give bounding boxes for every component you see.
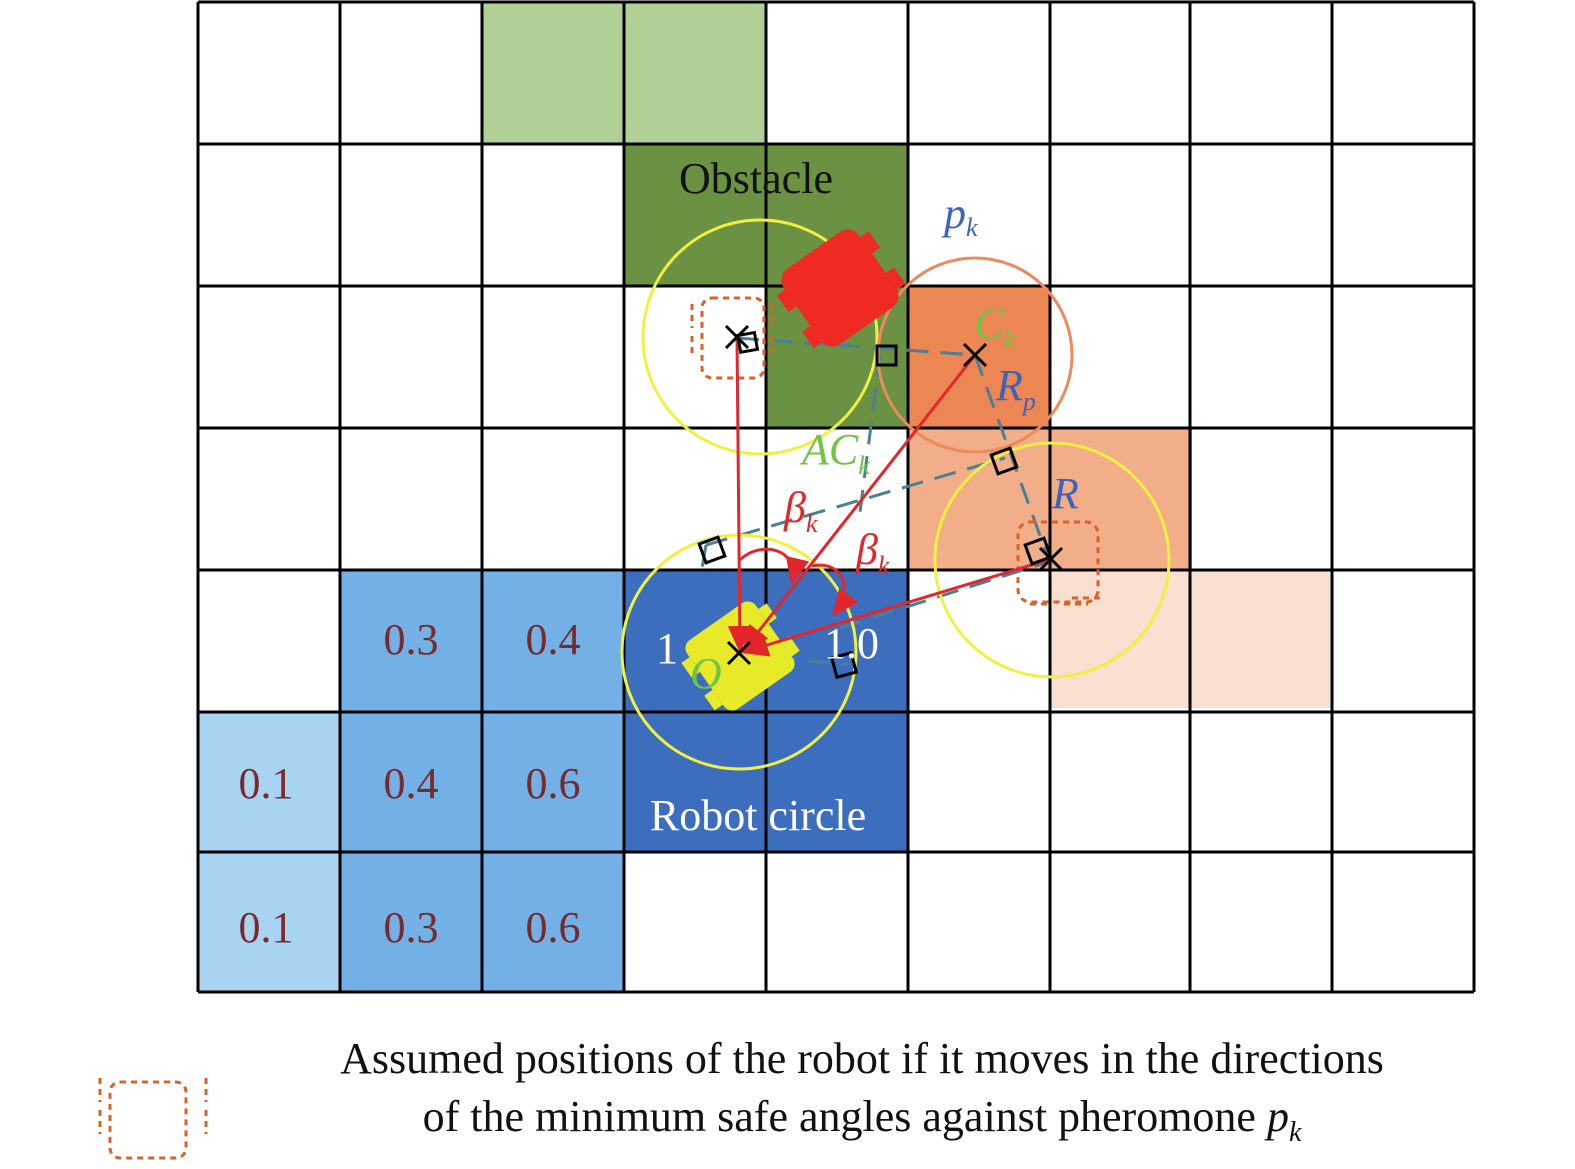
robot-circle-cell: [766, 712, 908, 852]
value-cell: [482, 570, 624, 712]
center-label: Ck: [974, 299, 1015, 354]
robot-circle-obstacle: [641, 218, 879, 456]
legend-pheromone-sub: k: [1288, 1116, 1302, 1148]
value-cell: [340, 712, 482, 852]
red-arrows: [727, 337, 1049, 657]
cell-value: 0.4: [526, 615, 581, 664]
cell-value: 0.6: [526, 759, 581, 808]
pheromone-label: pk: [941, 189, 978, 242]
radius-label: Rp: [995, 361, 1036, 416]
origin-label: O: [690, 649, 722, 698]
robot-outline-icon: [98, 1078, 208, 1160]
value-cell: [340, 852, 482, 992]
obstacle-dark-cell: [624, 144, 766, 286]
obstacle-light-cell: [482, 2, 624, 144]
cell-value: 0.1: [239, 759, 294, 808]
pheromone-light-cell: [1050, 570, 1192, 708]
cell-fills: [198, 2, 1330, 992]
right-angle-markers: [697, 330, 1053, 680]
value-cell: [482, 712, 624, 852]
value-cell: [198, 712, 340, 852]
cell-value: 1: [656, 624, 678, 673]
assumed-position-icon: [1016, 520, 1104, 606]
robot-circle-cell: [624, 712, 766, 852]
cell-value: 1.0: [824, 619, 879, 668]
robot-circle-label: Robot circle: [650, 791, 866, 840]
legend-line: of the minimum safe angles against phero…: [422, 1092, 1302, 1148]
r-label: R: [1051, 469, 1079, 518]
value-cell: [482, 852, 624, 992]
legend-pheromone: p: [1266, 1092, 1289, 1141]
red-robot-icon: [776, 229, 906, 348]
cell-values: 0.3 0.4 0.1 0.4 0.6 0.1 0.3 0.6: [239, 615, 581, 952]
dashed-lines: [698, 336, 1050, 667]
cell-value: 0.1: [239, 903, 294, 952]
legend-line: Assumed positions of the robot if it mov…: [340, 1034, 1384, 1083]
obstacle-light-cell: [624, 2, 766, 144]
obstacle-label: Obstacle: [679, 154, 833, 203]
grid-lines: [196, 0, 1476, 994]
pheromone-light-cell: [1192, 570, 1330, 708]
legend-caption: Assumed positions of the robot if it mov…: [232, 1030, 1492, 1162]
beta-label: βk: [783, 483, 818, 538]
cell-value: 0.3: [384, 903, 439, 952]
cell-value: 0.6: [526, 903, 581, 952]
robot-circle-r: [933, 441, 1171, 679]
ac-label: ACk: [799, 425, 870, 480]
pheromone-mid-cell: [908, 428, 1050, 570]
assumed-position-icon: [690, 296, 774, 380]
value-cell: [340, 570, 482, 712]
cross-markers: [724, 324, 1064, 666]
cell-value: 0.3: [384, 615, 439, 664]
beta-label: βk: [855, 525, 890, 580]
cell-value: 0.4: [384, 759, 439, 808]
value-cell: [198, 852, 340, 992]
